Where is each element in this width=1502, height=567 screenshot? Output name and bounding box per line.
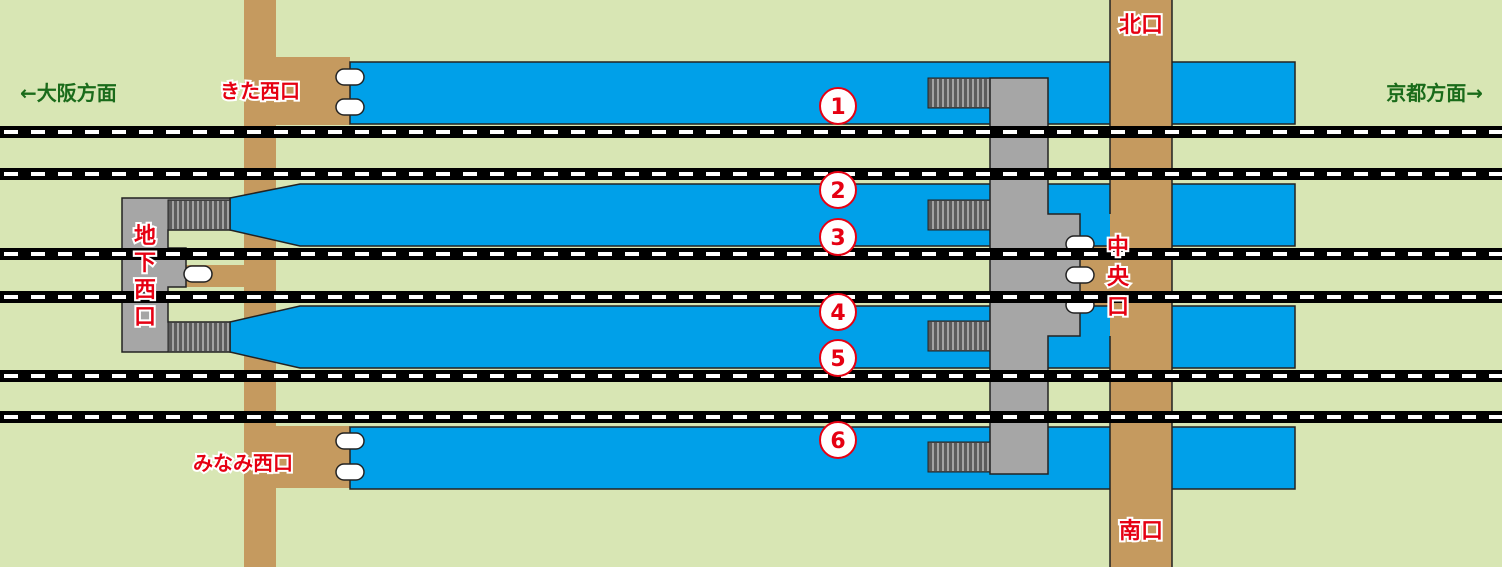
minami-nishi-gate-1	[335, 432, 365, 450]
central-passage-over-23	[1110, 180, 1172, 250]
stairs-platform-2-3	[927, 199, 991, 231]
chuo-char-2: 央	[1107, 264, 1130, 290]
chuo-gate-2	[1065, 266, 1095, 284]
central-passage-over-1	[1110, 60, 1172, 130]
chika-char-1: 地	[134, 224, 156, 249]
central-passage-over-6	[1110, 420, 1172, 495]
platform-number-1: 1	[819, 87, 857, 125]
platform-numbers: 1 2 3 4 5 6	[819, 87, 857, 459]
track-5	[0, 370, 1502, 382]
svg-text:4: 4	[830, 301, 845, 326]
kita-nishi-exit-label: きた西口	[220, 79, 300, 103]
platform-number-6: 6	[819, 421, 857, 459]
platform-number-5: 5	[819, 339, 857, 377]
platform-number-4: 4	[819, 293, 857, 331]
stairs-platform-6	[927, 441, 991, 473]
svg-text:3: 3	[830, 226, 845, 251]
chuo-char-1: 中	[1107, 235, 1129, 260]
stairs-platform-4-5	[927, 320, 991, 352]
svg-text:2: 2	[830, 179, 845, 204]
chika-nishi-gate	[183, 265, 213, 283]
kita-exit-label: 北口	[1119, 13, 1163, 38]
tracks-group	[0, 126, 1502, 423]
kita-nishi-gate-1	[335, 68, 365, 86]
stairs-west-4-5	[167, 321, 231, 353]
platform-number-2: 2	[819, 171, 857, 209]
stairs-west-2-3	[167, 199, 231, 231]
chuo-char-3: 口	[1107, 295, 1129, 320]
minami-nishi-gate-2	[335, 463, 365, 481]
svg-text:1: 1	[830, 95, 845, 120]
svg-text:6: 6	[830, 429, 845, 454]
chika-char-3: 西	[134, 278, 156, 303]
stairs-platform-1	[927, 77, 991, 109]
kita-nishi-gate-2	[335, 98, 365, 116]
track-3	[0, 248, 1502, 260]
chika-char-4: 口	[134, 305, 156, 330]
chika-char-2: 下	[134, 251, 156, 276]
track-4	[0, 291, 1502, 303]
kita-nishi-plaza	[244, 57, 350, 125]
platform-number-3: 3	[819, 218, 857, 256]
svg-text:5: 5	[830, 347, 845, 372]
direction-osaka-label: ←大阪方面	[20, 81, 117, 105]
track-6	[0, 411, 1502, 423]
minami-nishi-plaza	[244, 426, 350, 488]
track-2	[0, 168, 1502, 180]
minami-exit-label: 南口	[1119, 519, 1163, 544]
minami-nishi-exit-label: みなみ西口	[193, 451, 293, 475]
stairs-group	[167, 77, 991, 473]
track-1	[0, 126, 1502, 138]
central-passage-over-45	[1110, 300, 1172, 380]
direction-kyoto-label: 京都方面→	[1386, 81, 1483, 105]
